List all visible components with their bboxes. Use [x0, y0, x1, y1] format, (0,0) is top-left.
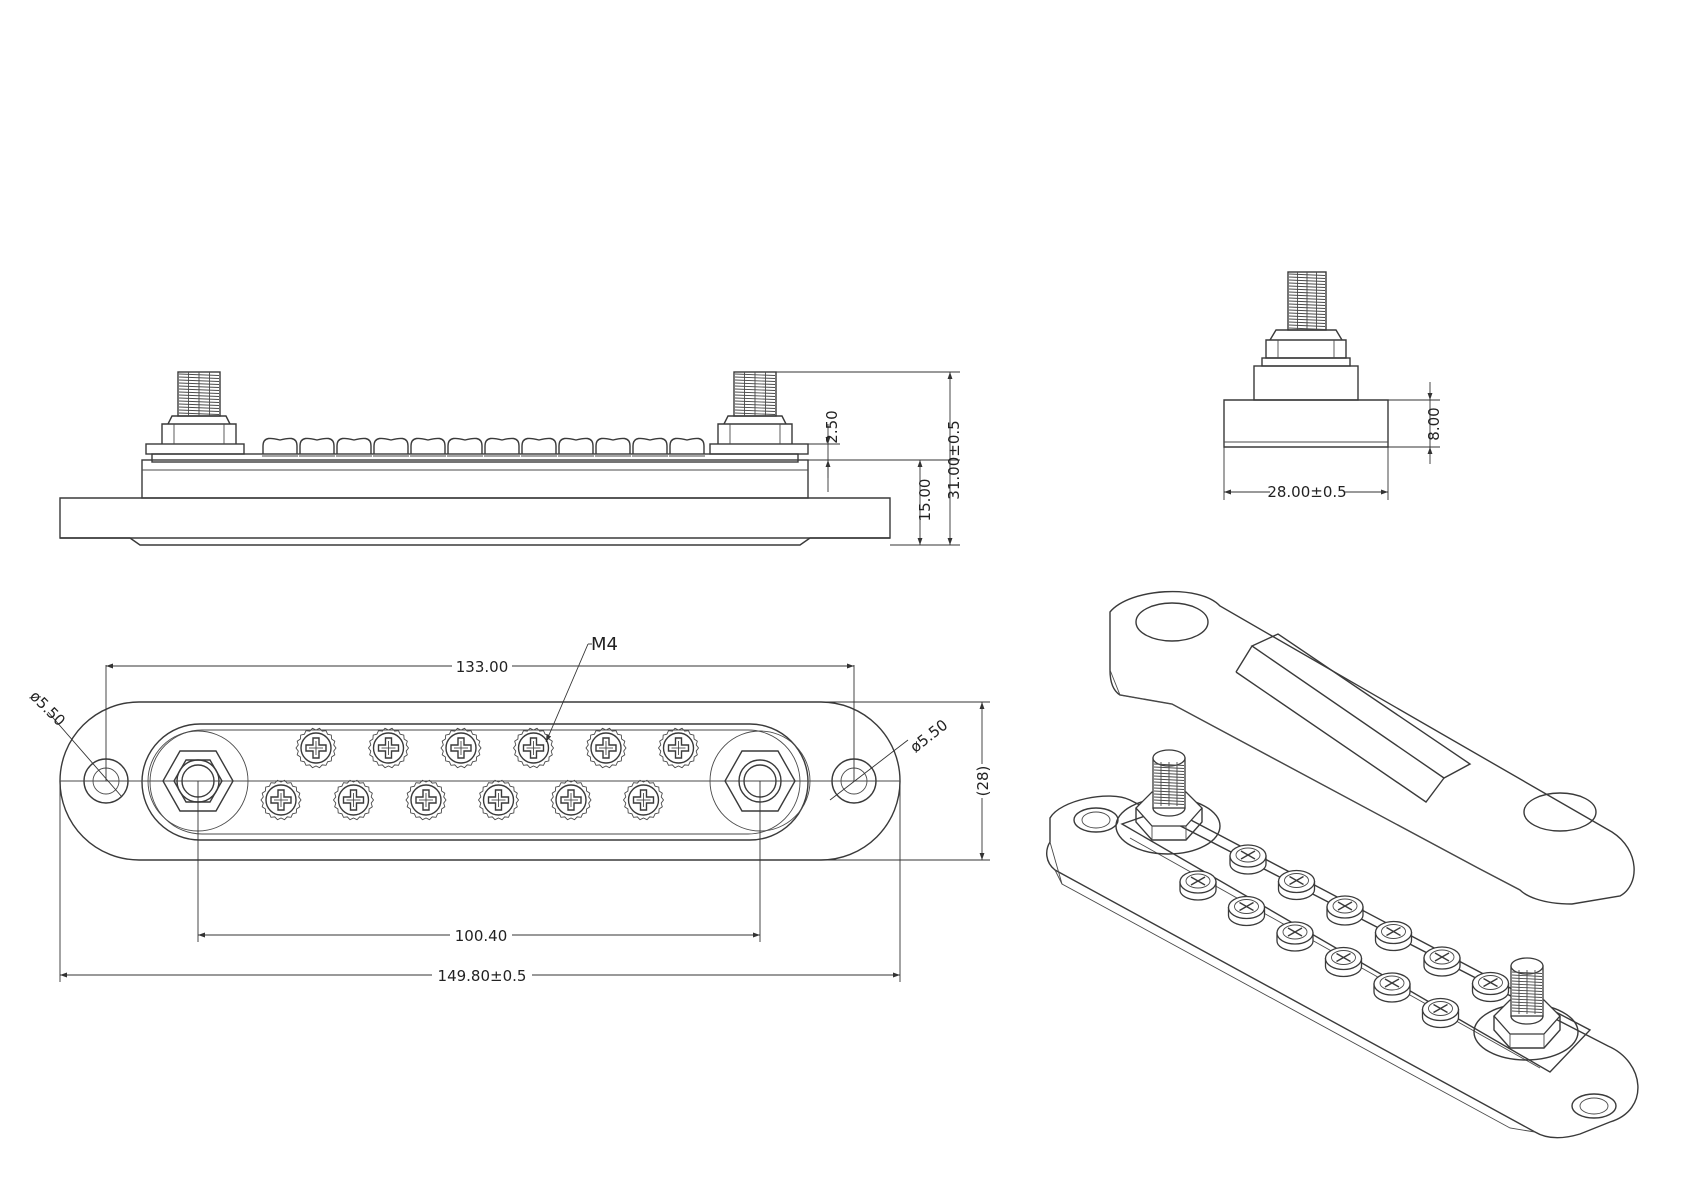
terminal-screw	[657, 727, 700, 769]
terminal-screw	[332, 779, 375, 821]
dim-width-ref: (28)	[974, 766, 992, 797]
terminal-screw	[440, 727, 482, 769]
dim-stud-height: 2.50	[823, 410, 841, 443]
dim-base-height: 15.00	[916, 479, 934, 522]
iso-terminal-screw	[1326, 895, 1364, 926]
front-screw-head	[410, 437, 446, 457]
iso-terminal-screw	[1324, 946, 1363, 978]
terminal-screw	[260, 779, 302, 821]
iso-cover	[1109, 590, 1635, 905]
dim-hole-right: ø5.50	[907, 716, 952, 756]
top-view: M4 133.00 ø5.50 ø5.50 (28) 100.40 149.80…	[26, 634, 992, 985]
iso-terminal-screw	[1423, 946, 1461, 977]
iso-terminal-screw	[1179, 870, 1217, 901]
terminal-screw	[295, 727, 337, 769]
top-screw-grid	[260, 727, 700, 821]
terminal-screw	[367, 727, 410, 769]
front-screw-head	[632, 437, 668, 457]
front-screw-head	[595, 437, 631, 457]
iso-base	[1046, 749, 1639, 1139]
iso-terminal-screw	[1277, 869, 1316, 901]
front-screw-head	[373, 437, 409, 457]
side-view: 28.00±0.5 8.00	[1223, 271, 1443, 501]
dim-hole-left: ø5.50	[26, 687, 69, 730]
front-screw-head	[336, 437, 372, 457]
iso-terminal-screw	[1421, 997, 1460, 1029]
front-screw-head	[484, 437, 520, 457]
front-screw-head	[669, 437, 705, 457]
left-stud-front	[145, 371, 245, 455]
terminal-screw	[550, 779, 592, 821]
terminal-screw	[405, 779, 447, 821]
terminal-screw	[512, 727, 555, 769]
front-screw-row	[262, 437, 705, 457]
iso-terminal-screw	[1227, 895, 1266, 927]
front-screw-head	[262, 437, 298, 457]
terminal-screw	[477, 779, 520, 821]
iso-terminal-screw	[1471, 971, 1510, 1003]
dim-total-height: 31.00±0.5	[945, 420, 963, 499]
dim-mount-spacing: 133.00	[456, 658, 509, 676]
front-screw-head	[299, 437, 335, 457]
iso-terminal-screw	[1229, 844, 1267, 875]
isometric-view	[1046, 590, 1639, 1139]
iso-terminal-screw	[1374, 920, 1413, 952]
front-screw-head	[447, 437, 483, 457]
front-view: 2.50 15.00 31.00±0.5	[59, 371, 963, 546]
iso-screw-grid	[1179, 844, 1510, 1029]
front-screw-head	[521, 437, 557, 457]
callout-m4: M4	[591, 634, 618, 655]
terminal-screw	[585, 727, 627, 769]
front-screw-head	[558, 437, 594, 457]
right-stud-front	[709, 371, 809, 455]
iso-terminal-screw	[1276, 921, 1314, 952]
dim-side-width: 28.00±0.5	[1267, 483, 1346, 501]
iso-terminal-screw	[1373, 972, 1411, 1003]
dim-side-height: 8.00	[1425, 407, 1443, 440]
terminal-screw	[622, 779, 665, 821]
dim-overall-length: 149.80±0.5	[438, 967, 527, 985]
dim-stud-spacing: 100.40	[455, 927, 508, 945]
